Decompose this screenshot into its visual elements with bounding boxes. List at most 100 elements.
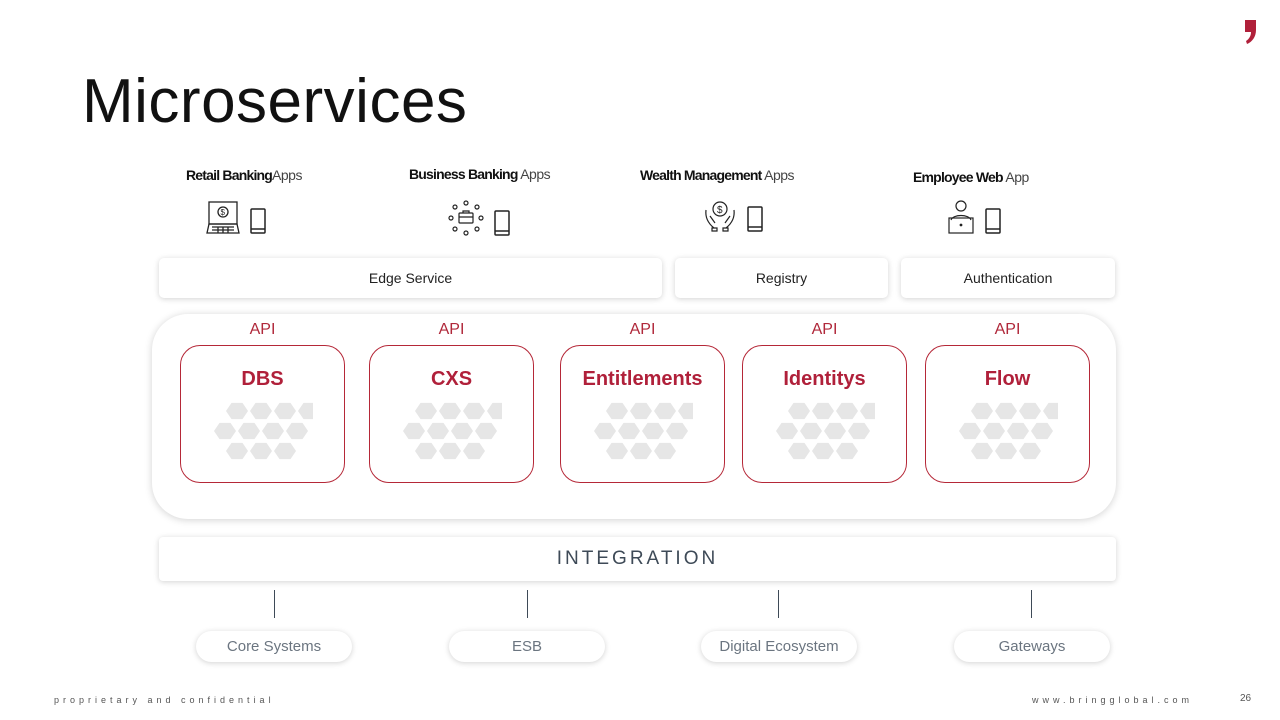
api-label: API — [438, 321, 465, 338]
employee-laptop-icon — [948, 200, 974, 234]
svg-text:$: $ — [221, 208, 226, 217]
hexagon — [226, 402, 248, 420]
hexagon — [214, 422, 236, 440]
footer-url: www.bringglobal.com — [1032, 695, 1194, 705]
hexagon-cluster-icon — [776, 402, 875, 460]
app-label-wealth: Wealth Management Apps — [640, 167, 795, 183]
hexagon — [298, 402, 313, 420]
page-title: Microservices — [82, 67, 468, 136]
hands-coin-icon: $ — [705, 201, 735, 232]
hexagon — [238, 422, 260, 440]
hexagon — [824, 422, 846, 440]
service-card-dbs: DBS — [180, 345, 345, 483]
mobile-phone-icon — [985, 208, 1001, 234]
hexagon — [439, 402, 461, 420]
wealth-icons: $ — [703, 200, 763, 232]
hexagon — [262, 422, 284, 440]
hexagon — [654, 442, 676, 460]
hexagon — [1031, 422, 1053, 440]
hexagon — [1019, 402, 1041, 420]
hexagon — [606, 402, 628, 420]
footer-confidential: proprietary and confidential — [54, 695, 275, 705]
hexagon — [959, 422, 981, 440]
service-name: DBS — [241, 368, 284, 390]
hexagon — [983, 422, 1005, 440]
hexagon — [286, 422, 308, 440]
app-label-retail: Retail BankingApps — [186, 167, 302, 183]
api-label: API — [994, 321, 1021, 338]
hexagon — [971, 442, 993, 460]
hexagon — [274, 442, 296, 460]
mobile-phone-icon — [250, 208, 266, 234]
connector-line — [778, 590, 779, 618]
hexagon — [642, 422, 664, 440]
hexagon — [451, 422, 473, 440]
hexagon-cluster-icon — [214, 402, 313, 460]
app-label-business: Business Banking Apps — [409, 166, 551, 182]
hexagon — [654, 402, 676, 420]
system-core-systems: Core Systems — [196, 631, 352, 662]
service-card-identitys: Identitys — [742, 345, 907, 483]
svg-text:$: $ — [717, 205, 723, 216]
hexagon — [594, 422, 616, 440]
retail-icons: $ — [206, 200, 266, 234]
edge-service-bar: Edge Service — [159, 258, 662, 298]
hexagon — [812, 402, 834, 420]
hexagon — [1043, 402, 1058, 420]
hexagon — [1007, 422, 1029, 440]
brand-logo — [1245, 20, 1256, 44]
hexagon — [250, 402, 272, 420]
hexagon — [463, 402, 485, 420]
hexagon — [630, 402, 652, 420]
authentication-bar: Authentication — [901, 258, 1115, 298]
hexagon — [776, 422, 798, 440]
api-label: API — [629, 321, 656, 338]
hexagon — [971, 402, 993, 420]
hexagon — [463, 442, 485, 460]
hexagon — [226, 442, 248, 460]
hexagon — [848, 422, 870, 440]
hexagon — [630, 442, 652, 460]
system-digital-ecosystem: Digital Ecosystem — [701, 631, 857, 662]
employee-icons — [947, 200, 1001, 234]
hexagon — [439, 442, 461, 460]
api-label: API — [249, 321, 276, 338]
hexagon — [860, 402, 875, 420]
atm-icon: $ — [206, 201, 240, 234]
system-esb: ESB — [449, 631, 605, 662]
hexagon — [666, 422, 688, 440]
hexagon — [812, 442, 834, 460]
hexagon — [836, 402, 858, 420]
hexagon — [788, 402, 810, 420]
registry-bar: Registry — [675, 258, 888, 298]
hexagon — [415, 402, 437, 420]
hexagon — [836, 442, 858, 460]
service-name: Identitys — [783, 368, 866, 390]
mobile-phone-icon — [747, 206, 763, 232]
hexagon-cluster-icon — [403, 402, 502, 460]
connector-line — [274, 590, 275, 618]
service-name: CXS — [430, 368, 473, 390]
connector-line — [527, 590, 528, 618]
integration-bar: INTEGRATION — [159, 537, 1116, 581]
hexagon — [403, 422, 425, 440]
page-number: 26 — [1240, 693, 1252, 704]
mobile-phone-icon — [494, 210, 510, 236]
briefcase-network-icon — [448, 200, 484, 236]
service-card-flow: Flow — [925, 345, 1090, 483]
connector-line — [1031, 590, 1032, 618]
hexagon — [800, 422, 822, 440]
hexagon — [274, 402, 296, 420]
service-card-entitlements: Entitlements — [560, 345, 725, 483]
hexagon — [427, 422, 449, 440]
service-card-cxs: CXS — [369, 345, 534, 483]
hexagon — [475, 422, 497, 440]
hexagon-cluster-icon — [959, 402, 1058, 460]
hexagon — [678, 402, 693, 420]
hexagon — [788, 442, 810, 460]
hexagon — [995, 442, 1017, 460]
hexagon — [606, 442, 628, 460]
hexagon — [487, 402, 502, 420]
system-gateways: Gateways — [954, 631, 1110, 662]
app-label-employee: Employee Web App — [913, 169, 1029, 185]
